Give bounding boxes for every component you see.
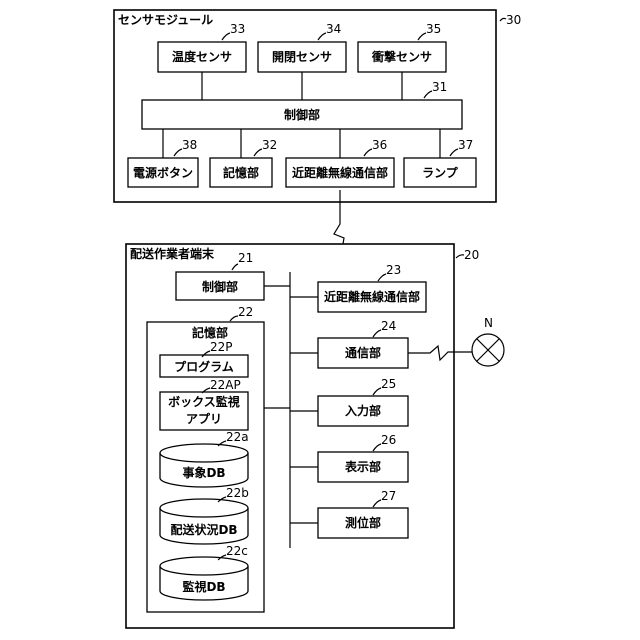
sensor-module-title: センサモジュール bbox=[118, 13, 213, 27]
display-unit-label: 表示部 bbox=[344, 459, 381, 474]
network-icon bbox=[472, 334, 504, 366]
network-label: N bbox=[484, 316, 493, 330]
terminal-title: 配送作業者端末 bbox=[130, 246, 215, 261]
positioning-unit-ref: 27 bbox=[381, 489, 396, 503]
impact-sensor-ref: 35 bbox=[426, 22, 441, 36]
delivery-terminal: 配送作業者端末 20 制御部 21 記憶部 22 プログラム 22P ボックス監… bbox=[126, 244, 479, 628]
delivery-status-db-ref: 22b bbox=[226, 486, 249, 500]
open-close-sensor-label: 開閉センサ bbox=[272, 50, 332, 64]
monitoring-db-ref: 22c bbox=[226, 544, 248, 558]
event-db-ref: 22a bbox=[226, 430, 249, 444]
input-unit-ref: 25 bbox=[381, 377, 396, 391]
monitoring-db-label: 監視DB bbox=[182, 579, 225, 594]
terminal-storage-unit-ref: 22 bbox=[238, 305, 253, 319]
delivery-status-db-label: 配送状況DB bbox=[170, 522, 237, 537]
delivery-status-db-cylinder bbox=[160, 499, 248, 544]
open-close-sensor-ref: 34 bbox=[326, 22, 341, 36]
program-label: プログラム bbox=[174, 359, 234, 374]
sensor-control-unit-ref: 31 bbox=[432, 80, 447, 94]
power-button-label: 電源ボタン bbox=[133, 165, 193, 180]
box-monitoring-app-label-line2: アプリ bbox=[186, 411, 222, 426]
terminal-ref: 20 bbox=[464, 248, 479, 262]
sensor-module: センサモジュール 30 温度センサ 33 開閉センサ 34 衝撃センサ 35 制… bbox=[114, 10, 521, 202]
temperature-sensor-label: 温度センサ bbox=[172, 49, 232, 64]
sensor-control-unit-label: 制御部 bbox=[284, 107, 320, 122]
terminal-storage-unit-label: 記憶部 bbox=[192, 325, 228, 340]
program-ref: 22P bbox=[210, 340, 233, 354]
display-unit-ref: 26 bbox=[381, 433, 396, 447]
sensor-storage-unit-ref: 32 bbox=[262, 138, 277, 152]
sensor-module-ref: 30 bbox=[506, 13, 521, 27]
power-button-ref: 38 bbox=[182, 138, 197, 152]
lamp-label: ランプ bbox=[422, 165, 459, 180]
sensor-nfc-unit-ref: 36 bbox=[372, 138, 387, 152]
box-monitoring-app-ref: 22AP bbox=[210, 378, 241, 392]
input-unit-label: 入力部 bbox=[345, 403, 381, 418]
lamp-ref: 37 bbox=[458, 138, 473, 152]
terminal-control-unit-ref: 21 bbox=[238, 251, 253, 265]
terminal-control-unit-label: 制御部 bbox=[202, 279, 238, 294]
sensor-nfc-unit-label: 近距離無線通信部 bbox=[292, 165, 388, 180]
comm-unit-ref: 24 bbox=[381, 319, 396, 333]
positioning-unit-label: 測位部 bbox=[345, 515, 381, 530]
sensor-storage-unit-label: 記憶部 bbox=[223, 165, 259, 180]
box-monitoring-app-label-line1: ボックス監視 bbox=[168, 394, 240, 409]
ref-leader bbox=[456, 255, 464, 258]
event-db-label: 事象DB bbox=[182, 465, 225, 480]
comm-unit-label: 通信部 bbox=[345, 345, 381, 360]
temperature-sensor-ref: 33 bbox=[230, 22, 245, 36]
impact-sensor-label: 衝撃センサ bbox=[371, 49, 432, 64]
terminal-nfc-unit-label: 近距離無線通信部 bbox=[324, 289, 420, 304]
terminal-nfc-unit-ref: 23 bbox=[386, 263, 401, 277]
